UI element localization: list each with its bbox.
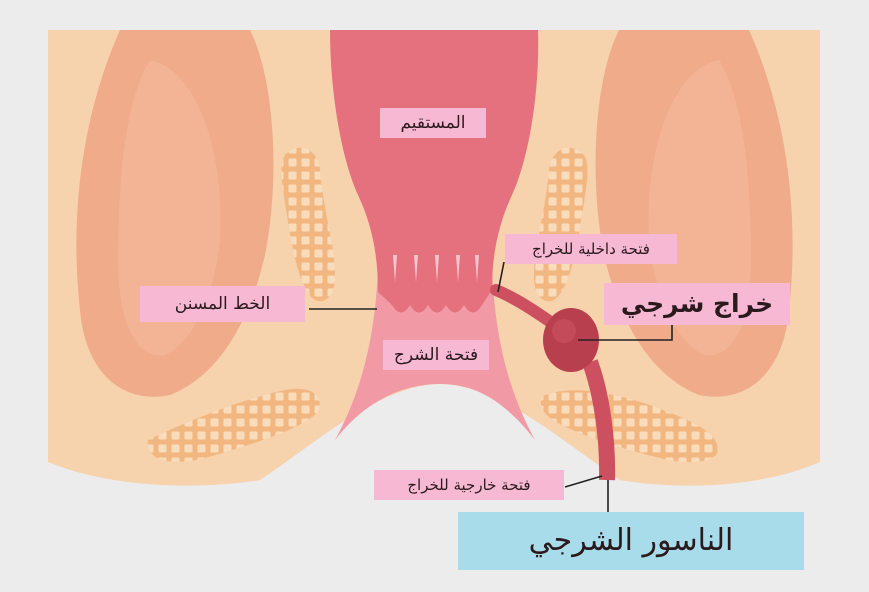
label-dentate-line: الخط المسنن [140,286,305,322]
label-rectum: المستقيم [380,108,486,138]
label-internal-opening: فتحة داخلية للخراج [505,234,677,264]
right-gluteal-muscle-inner [648,60,751,356]
fistula-tract-lower [582,359,616,481]
label-anal-abscess: خراج شرجي [604,283,790,325]
rectum [330,30,539,313]
label-external-opening: فتحة خارجية للخراج [374,470,564,500]
left-external-sphincter [147,388,320,462]
abscess-highlight [552,319,576,343]
anal-columns [393,255,479,282]
left-gluteal-muscle-inner [118,60,221,356]
label-anal-fistula: الناسور الشرجي [458,512,804,570]
right-external-sphincter [540,390,719,463]
label-anal-opening: فتحة الشرج [383,340,489,370]
left-levator-muscle [281,147,336,302]
